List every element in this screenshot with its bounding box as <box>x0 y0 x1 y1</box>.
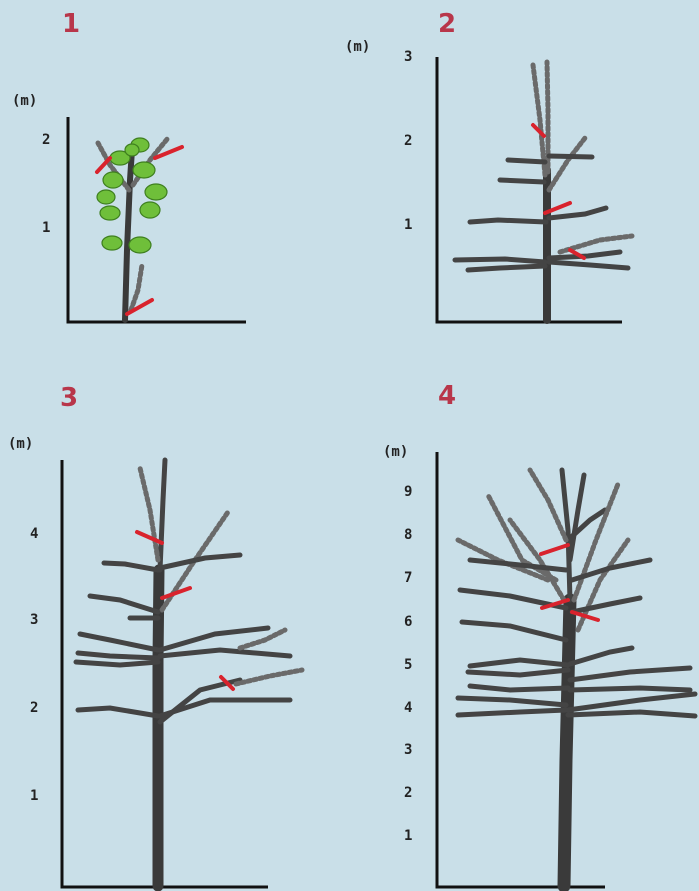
branch <box>549 262 628 268</box>
branch <box>455 259 545 262</box>
branch <box>568 712 695 716</box>
branch <box>160 650 290 656</box>
axis-tick: 3 <box>404 49 412 65</box>
axis-tick: 9 <box>404 484 412 500</box>
panel-number: 2 <box>438 9 456 39</box>
branch <box>570 475 584 560</box>
axis-tick: 1 <box>404 217 412 233</box>
axis-tick: 3 <box>404 742 412 758</box>
panel-2: 2 (m) 3 2 1 <box>345 9 632 322</box>
axis-tick: 7 <box>404 570 412 586</box>
branch <box>468 670 568 675</box>
trunk <box>564 600 570 886</box>
branch <box>160 555 240 568</box>
axis-unit: (m) <box>383 444 408 460</box>
branch <box>76 662 158 665</box>
shoot-to-prune <box>533 65 545 175</box>
shoot-to-prune <box>131 265 142 310</box>
trunk <box>125 150 132 320</box>
branch <box>104 563 158 570</box>
panel-number: 3 <box>60 383 78 413</box>
axis-tick: 2 <box>30 700 38 716</box>
tree-year-2 <box>455 62 632 320</box>
young-tree <box>97 138 182 320</box>
tree-year-4 <box>458 470 695 886</box>
pruning-cut <box>541 545 568 554</box>
shoot-to-prune <box>549 138 585 190</box>
axis-tick: 4 <box>30 526 38 542</box>
axis-tick: 5 <box>404 657 412 673</box>
shoot-to-prune <box>510 520 564 600</box>
branch <box>458 698 566 705</box>
panel-4: 4 (m) 9 8 7 6 5 4 3 2 1 <box>383 381 695 887</box>
shoot-to-prune <box>140 468 158 560</box>
branch <box>568 694 695 710</box>
panel-1: 1 (m) 2 1 <box>12 9 246 322</box>
branch <box>160 460 165 570</box>
branch <box>508 160 545 162</box>
branch <box>570 688 690 690</box>
axis-lines <box>62 460 268 887</box>
axis-tick: 2 <box>404 133 412 149</box>
branch <box>470 660 568 666</box>
panel-number: 4 <box>438 381 456 411</box>
axis-unit: (m) <box>345 39 370 55</box>
axis-unit: (m) <box>8 436 33 452</box>
branch <box>570 668 690 680</box>
axis-tick: 1 <box>30 788 38 804</box>
axis-tick: 1 <box>42 220 50 236</box>
axis-unit: (m) <box>12 93 37 109</box>
axis-lines <box>437 452 605 887</box>
panel-number: 1 <box>62 9 80 39</box>
pruning-cut <box>137 532 162 543</box>
axis-tick: 8 <box>404 527 412 543</box>
axis-tick: 3 <box>30 612 38 628</box>
branch <box>458 710 566 715</box>
axis-tick: 1 <box>404 828 412 844</box>
tree-year-3 <box>76 460 302 886</box>
shoot-to-prune <box>236 670 302 684</box>
axis-tick: 4 <box>404 700 412 716</box>
branch <box>80 634 158 650</box>
branch <box>549 156 592 157</box>
branch <box>468 266 545 270</box>
branch <box>78 653 158 658</box>
axis-tick: 2 <box>42 132 50 148</box>
branch <box>160 700 290 716</box>
branch <box>462 622 566 640</box>
branch <box>470 220 546 222</box>
axis-tick: 6 <box>404 614 412 630</box>
panel-3: 3 (m) 4 3 2 1 <box>8 383 302 887</box>
axis-tick: 2 <box>404 785 412 801</box>
branch <box>90 596 158 612</box>
axis-lines <box>437 57 622 322</box>
branch <box>500 180 544 182</box>
branch <box>78 708 158 716</box>
branch <box>470 686 568 690</box>
branch <box>570 648 632 664</box>
branch <box>572 598 640 612</box>
